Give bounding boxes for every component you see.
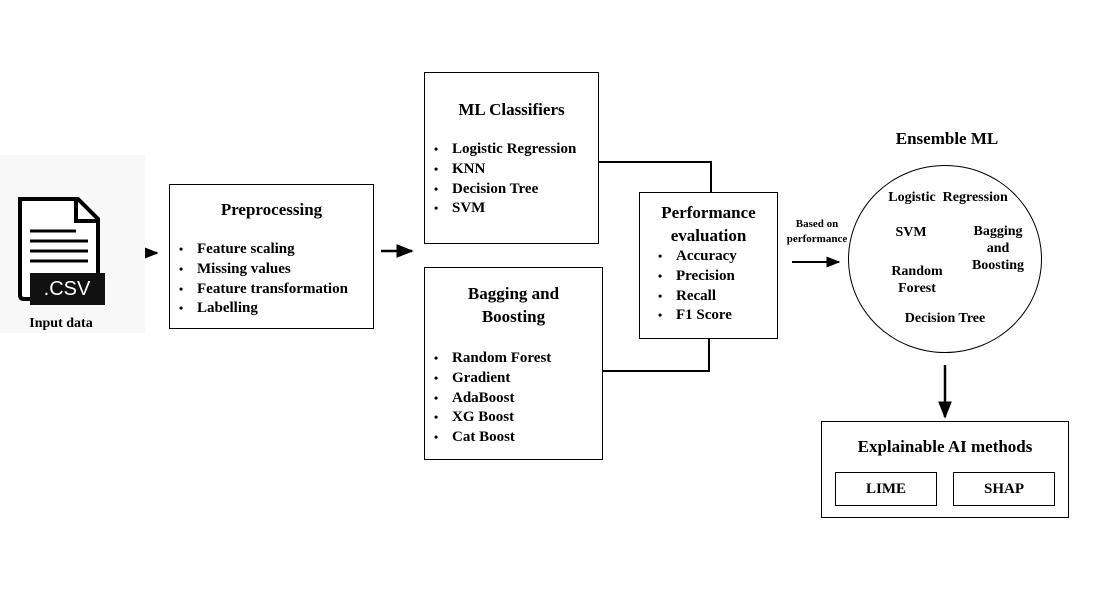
list-item: Recall xyxy=(658,287,737,307)
ensemble-decision-tree: Decision Tree xyxy=(904,311,986,326)
xai-title: Explainable AI methods xyxy=(857,437,1033,456)
list-item: AdaBoost xyxy=(434,389,551,409)
list-item: Feature transformation xyxy=(179,280,348,300)
preprocessing-title: Preprocessing xyxy=(220,200,323,219)
lime-label: LIME xyxy=(865,480,906,497)
arrow-label-line2: performance xyxy=(786,233,848,245)
ml-classifiers-box: ML Classifiers Logistic Regression KNN D… xyxy=(424,72,599,244)
list-item: Accuracy xyxy=(658,247,737,267)
list-item: KNN xyxy=(434,160,576,180)
bagging-boosting-list: Random Forest Gradient AdaBoost XG Boost… xyxy=(434,349,551,448)
performance-evaluation-box: Performance evaluation Accuracy Precisio… xyxy=(639,192,778,339)
bagging-boosting-title-line2: Boosting xyxy=(481,307,546,326)
bagging-boosting-box: Bagging and Boosting Random Forest Gradi… xyxy=(424,267,603,460)
performance-title-line1: Performance xyxy=(661,203,756,222)
ensemble-title: Ensemble ML xyxy=(895,129,999,148)
ensemble-random-forest: Random Forest xyxy=(882,263,952,297)
ensemble-circle xyxy=(848,165,1042,353)
connector-classifiers-to-evaluation xyxy=(599,161,712,193)
ensemble-random-forest-line1: Random xyxy=(891,264,943,279)
preprocessing-box: Preprocessing Feature scaling Missing va… xyxy=(169,184,374,329)
ml-classifiers-title: ML Classifiers xyxy=(458,100,565,119)
list-item: Random Forest xyxy=(434,349,551,369)
lime-box: LIME xyxy=(835,472,937,506)
list-item: Missing values xyxy=(179,260,348,280)
performance-title-line2: evaluation xyxy=(670,226,747,245)
list-item: F1 Score xyxy=(658,306,737,326)
list-item: Gradient xyxy=(434,369,551,389)
ensemble-logistic-regression: Logistic Regression xyxy=(888,190,1008,205)
ensemble-bagging-line2: and xyxy=(986,241,1010,256)
ensemble-random-forest-line2: Forest xyxy=(898,281,936,296)
performance-list: Accuracy Precision Recall F1 Score xyxy=(658,247,737,326)
list-item: Decision Tree xyxy=(434,180,576,200)
ensemble-bagging-boosting: Bagging and Boosting xyxy=(964,223,1032,274)
ensemble-bagging-line1: Bagging xyxy=(973,224,1023,239)
shap-label: SHAP xyxy=(983,480,1024,497)
input-data-caption: Input data xyxy=(29,316,93,331)
xai-box: Explainable AI methods LIME SHAP xyxy=(821,421,1069,518)
list-item: Logistic Regression xyxy=(434,140,576,160)
ml-classifiers-list: Logistic Regression KNN Decision Tree SV… xyxy=(434,140,576,219)
arrow-label: Based on performance xyxy=(778,217,856,247)
list-item: Cat Boost xyxy=(434,428,551,448)
shap-box: SHAP xyxy=(953,472,1055,506)
csv-label: .CSV xyxy=(43,278,91,300)
ensemble-bagging-line3: Boosting xyxy=(971,258,1025,273)
bagging-boosting-title-line1: Bagging and xyxy=(467,284,560,303)
preprocessing-list: Feature scaling Missing values Feature t… xyxy=(179,240,348,319)
csv-file-icon xyxy=(18,197,105,305)
list-item: Feature scaling xyxy=(179,240,348,260)
arrow-label-line1: Based on xyxy=(795,218,839,230)
list-item: Labelling xyxy=(179,299,348,319)
connector-bagging-to-evaluation xyxy=(603,339,710,372)
ensemble-svm: SVM xyxy=(895,225,927,240)
list-item: SVM xyxy=(434,199,576,219)
list-item: XG Boost xyxy=(434,408,551,428)
list-item: Precision xyxy=(658,267,737,287)
